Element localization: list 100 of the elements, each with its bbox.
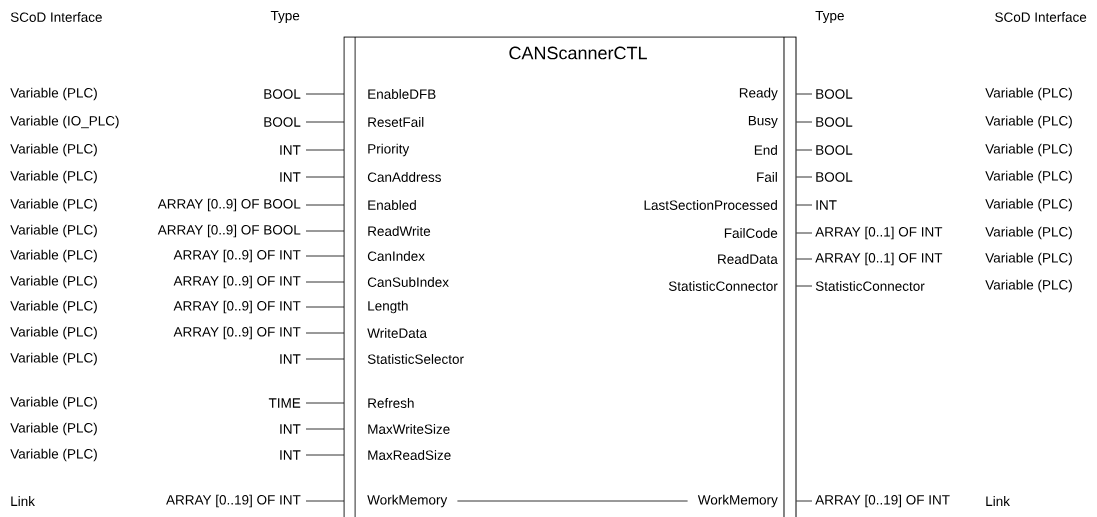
pin-line [305,281,345,283]
pin-name: Refresh [368,398,414,408]
type-label: BOOL [264,117,301,127]
pin-line [305,500,345,502]
pin-line [457,500,688,502]
pin-name: MaxReadSize [368,450,451,460]
type-label: ARRAY [0..19] OF INT [166,494,301,508]
type-label: StatisticConnector [815,281,925,291]
type-label: BOOL [264,89,301,99]
pin-name: WorkMemory [697,494,778,508]
pin-line [796,258,813,260]
interface-label: Variable (PLC) [985,226,1072,240]
interface-label: Variable (PLC) [10,326,97,340]
type-label: INT [280,172,301,182]
pin-name: CanSubIndex [367,277,449,287]
interface-label: Variable (PLC) [10,87,97,101]
type-label: BOOL [816,117,853,127]
pin-line [305,428,345,430]
pin-name: CanIndex [367,251,425,261]
pin-line [305,332,345,334]
pin-line [796,232,813,234]
interface-label: Variable (PLC) [10,448,97,462]
interface-label: Link [986,496,1010,506]
pin-line [796,176,813,178]
type-label: ARRAY [0..9] OF INT [173,326,301,340]
pin-name: ResetFail [368,117,424,127]
pin-line [796,500,813,502]
pin-line [796,93,813,95]
pin-line [305,402,345,404]
interface-label: Variable (PLC) [985,143,1072,157]
pin-line [305,121,345,123]
type-label: ARRAY [0..1] OF INT [815,226,943,240]
type-label: ARRAY [0..9] OF BOOL [157,224,301,238]
interface-label: Variable (PLC) [10,170,97,184]
interface-label: Variable (PLC) [10,249,97,263]
pin-name: StatisticSelector [367,354,464,364]
pin-line [796,121,813,123]
type-label: ARRAY [0..9] OF INT [173,249,301,263]
pin-name: MaxWriteSize [368,424,450,434]
pin-name: Ready [739,87,778,101]
interface-label: Variable (PLC) [985,87,1072,101]
pin-line [305,93,345,95]
column-header: SCoD Interface [995,12,1087,22]
interface-label: Variable (PLC) [10,352,97,366]
pin-name: Fail [757,172,777,182]
type-label: INT [280,354,301,364]
type-label: INT [816,200,837,210]
interface-label: Variable (IO_PLC) [10,115,119,129]
pin-name: Busy [748,115,778,129]
pin-name: LastSectionProcessed [644,200,777,210]
type-label: TIME [268,398,301,408]
interface-label: Variable (PLC) [985,115,1072,129]
column-header: Type [815,10,844,24]
pin-line [305,358,345,360]
pin-name: ReadData [718,254,778,264]
type-label: INT [280,145,301,155]
pin-name: WorkMemory [367,494,448,508]
pin-name: StatisticConnector [668,281,778,291]
column-header: Type [270,10,300,24]
pin-line [305,255,345,257]
pin-line [796,204,813,206]
type-label: BOOL [816,89,853,99]
pin-line [305,454,345,456]
type-label: BOOL [816,145,853,155]
type-label: ARRAY [0..9] OF INT [173,300,301,314]
interface-label: Variable (PLC) [985,198,1072,212]
interface-label: Variable (PLC) [10,224,97,238]
pin-name: Length [368,300,408,314]
type-label: BOOL [816,172,853,182]
pin-name: WriteData [367,328,427,338]
pin-line [305,176,345,178]
interface-label: Variable (PLC) [10,143,97,157]
pin-line [305,149,345,151]
interface-label: Variable (PLC) [10,275,97,289]
interface-label: Variable (PLC) [10,300,97,314]
column-header: SCoD Interface [10,12,102,22]
type-label: INT [280,424,301,434]
pin-line [796,149,813,151]
type-label: ARRAY [0..9] OF BOOL [157,198,301,212]
type-label: ARRAY [0..1] OF INT [815,252,943,266]
pin-line [796,285,813,287]
interface-label: Variable (PLC) [10,422,97,436]
pin-line [305,230,345,232]
pin-name: FailCode [724,228,778,238]
pin-line [305,306,345,308]
interface-label: Variable (PLC) [985,170,1072,184]
pin-name: CanAddress [367,172,441,182]
interface-label: Link [11,496,35,506]
interface-label: Variable (PLC) [10,396,97,410]
pin-name: ReadWrite [368,226,431,236]
type-label: ARRAY [0..9] OF INT [173,275,301,289]
pin-line [305,204,345,206]
pin-name: End [754,145,777,155]
interface-label: Variable (PLC) [985,279,1072,293]
type-label: ARRAY [0..19] OF INT [815,494,950,508]
pin-name: Priority [368,143,410,157]
pin-name: Enabled [368,200,416,210]
interface-label: Variable (PLC) [985,252,1072,266]
type-label: INT [280,450,301,460]
interface-label: Variable (PLC) [10,198,97,212]
